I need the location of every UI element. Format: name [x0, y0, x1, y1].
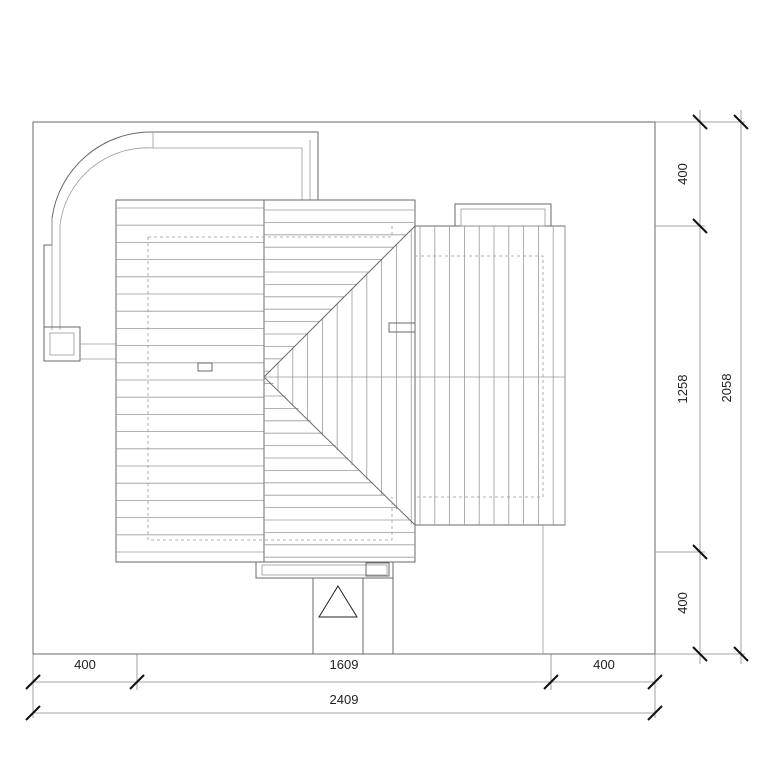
dim-right-bottom: 400 — [675, 592, 690, 614]
roof-left-section — [115, 199, 265, 563]
entrance-path — [255, 561, 394, 654]
dim-right-top: 400 — [675, 163, 690, 185]
entrance-arrow-icon — [318, 585, 358, 618]
dim-bottom-total: 2409 — [330, 692, 359, 707]
dim-bottom-middle: 1609 — [330, 657, 359, 672]
roof-middle-section — [263, 199, 416, 563]
roof-right-wing — [263, 203, 566, 526]
side-lines — [542, 226, 566, 654]
dim-bottom-left: 400 — [74, 657, 96, 672]
bottom-dimension-lines — [25, 654, 663, 721]
dim-bottom-right: 400 — [593, 657, 615, 672]
wall-outline-dashed — [147, 226, 544, 541]
terrace-outline — [43, 131, 319, 362]
plot-boundary — [32, 121, 656, 655]
dim-right-middle: 1258 — [675, 375, 690, 404]
dim-right-total: 2058 — [719, 374, 734, 403]
right-dimension-lines — [655, 110, 749, 664]
